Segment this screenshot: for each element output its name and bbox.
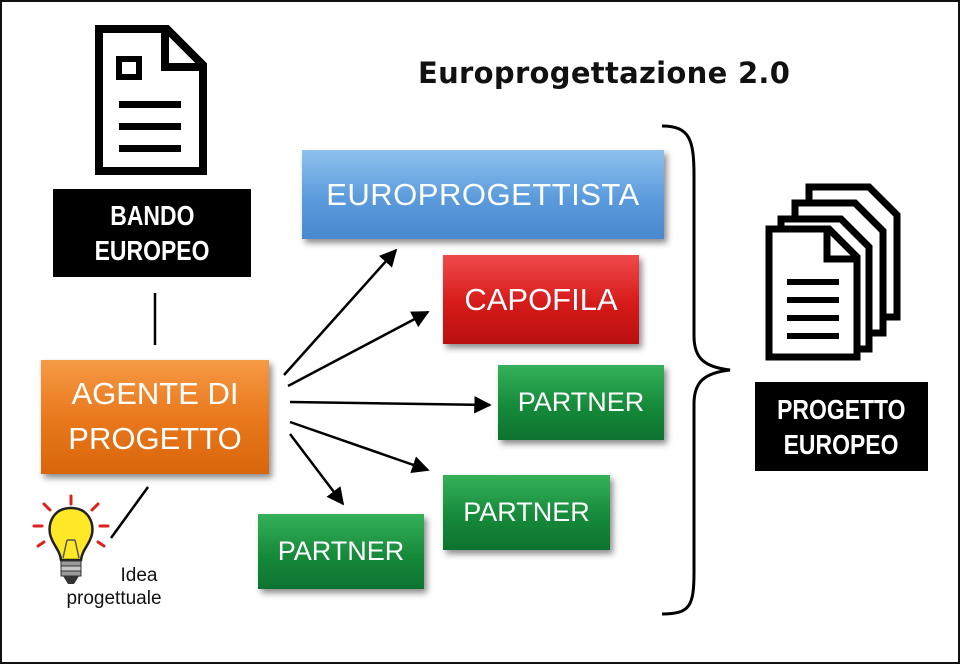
agente-di-progetto-box: AGENTE DI PROGETTO — [41, 360, 269, 474]
arrow-to-capofila — [287, 310, 430, 388]
diagram-title: Europrogettazione 2.0 — [418, 56, 791, 90]
bando-europeo-label: BANDO EUROPEO — [53, 189, 251, 277]
arrow-to-partner-1 — [289, 396, 492, 414]
partner-box-3: PARTNER — [258, 514, 424, 589]
capofila-label: CAPOFILA — [464, 281, 618, 317]
idea-agente-connector — [109, 486, 150, 539]
arrow-to-partner-2 — [289, 420, 430, 474]
partner-label-3: PARTNER — [277, 536, 405, 566]
document-icon — [95, 25, 207, 175]
partner-label-1: PARTNER — [517, 387, 645, 417]
bando-line-2: EUROPEO — [94, 235, 210, 266]
document-stack-icon — [765, 183, 901, 361]
idea-progettuale-caption: Idea progettuale — [44, 565, 184, 611]
europrogettista-box: EUROPROGETTISTA — [302, 150, 664, 239]
europrogettista-label: EUROPROGETTISTA — [326, 176, 640, 212]
progetto-line-2: EUROPEO — [784, 428, 899, 460]
partner-label-2: PARTNER — [463, 497, 590, 527]
curly-brace-icon — [661, 124, 731, 616]
idea-line-2: progettuale — [66, 587, 162, 609]
agente-line-2: PROGETTO — [68, 421, 242, 456]
agente-line-1: AGENTE DI — [71, 376, 239, 412]
progetto-europeo-label: PROGETTO EUROPEO — [755, 382, 928, 471]
arrow-to-europrogettista — [283, 248, 398, 376]
arrow-to-partner-3 — [289, 433, 345, 506]
lightbulb-icon — [32, 494, 110, 584]
partner-box-1: PARTNER — [498, 365, 664, 440]
capofila-box: CAPOFILA — [443, 255, 639, 344]
progetto-line-1: PROGETTO — [777, 393, 906, 425]
idea-line-1: Idea — [120, 565, 158, 586]
bando-line-1: BANDO — [109, 200, 195, 231]
partner-box-2: PARTNER — [443, 475, 610, 550]
